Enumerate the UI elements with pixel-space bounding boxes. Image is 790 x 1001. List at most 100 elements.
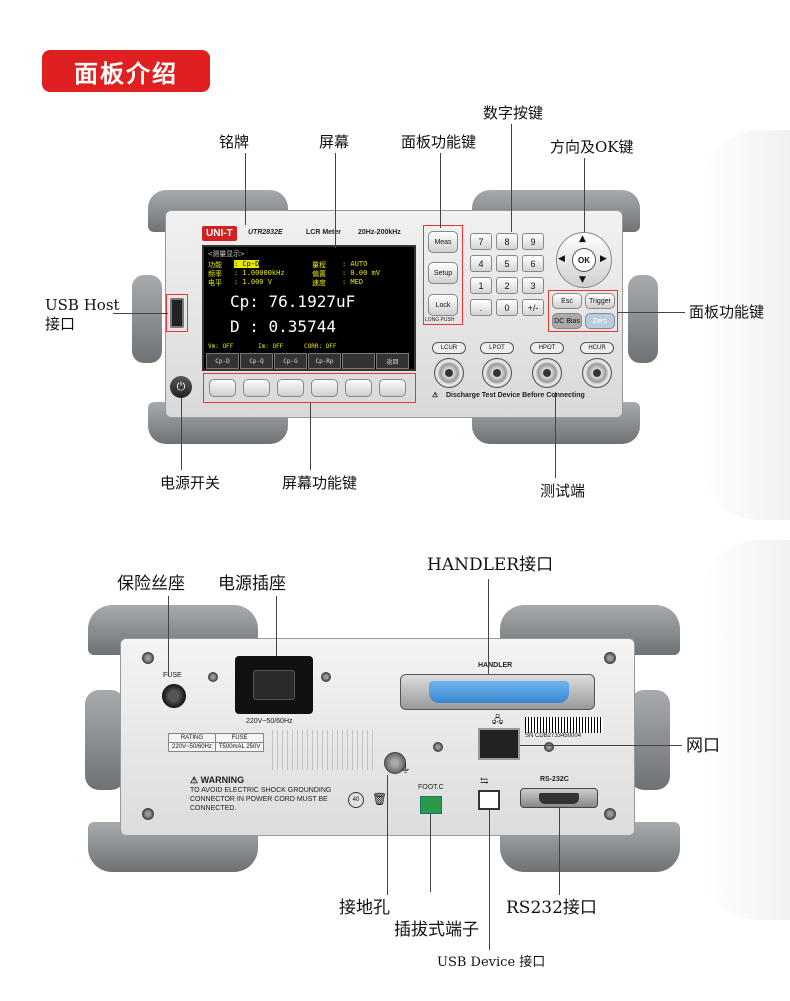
rs232-port[interactable]: [520, 788, 598, 808]
rs232-pins: [539, 793, 579, 804]
power-rating-label: 220V~50/60Hz: [246, 718, 293, 725]
nameplate: UNI-T UTR2832E LCR Meter 20Hz-200kHz: [202, 224, 412, 244]
label-power-switch: 电源开关: [160, 474, 221, 492]
warning-title-text: WARNING: [200, 775, 245, 785]
screen-value: : MED: [342, 278, 364, 286]
screen-softkey-6[interactable]: [379, 379, 406, 397]
numpad-key[interactable]: 4: [470, 255, 492, 272]
leader-line: [310, 403, 311, 470]
label-handler: HANDLER接口: [427, 555, 554, 575]
leader-line: [488, 579, 489, 674]
section-title: 面板介绍: [42, 50, 210, 92]
screw-icon: [142, 808, 154, 820]
numpad-key[interactable]: 6: [522, 255, 544, 272]
power-icon: ⏻: [176, 380, 186, 393]
screen-softkey-label: Cp-Q: [240, 353, 273, 369]
screw-icon: [544, 742, 554, 752]
numpad-key[interactable]: 2: [496, 277, 518, 294]
dc-bias-button[interactable]: DC Bias: [552, 313, 582, 329]
status-vm: Vm: OFF: [208, 343, 234, 350]
back-right-handle: [630, 690, 670, 790]
arrow-right-icon[interactable]: ▶: [600, 254, 607, 264]
arrow-down-icon[interactable]: ▼: [579, 275, 586, 285]
bnc-lcur-connector[interactable]: [434, 358, 464, 388]
screen-key: 功能: [208, 261, 222, 269]
usb-device-port[interactable]: [478, 790, 500, 810]
label-usb-host-line1: USB Host: [45, 296, 120, 314]
warning-triangle-icon: ⚠: [432, 392, 439, 399]
bnc-lpot-connector[interactable]: [482, 358, 512, 388]
screen-softkey-5[interactable]: [345, 379, 372, 397]
usb-host-port[interactable]: [170, 298, 184, 328]
meas-button[interactable]: Meas: [428, 231, 458, 253]
screen-softkey-4[interactable]: [311, 379, 338, 397]
bnc-hcur-connector[interactable]: [582, 358, 612, 388]
numpad-key[interactable]: 0: [496, 299, 518, 316]
numpad-key[interactable]: 3: [522, 277, 544, 294]
lock-button[interactable]: Lock: [428, 294, 458, 316]
warning-text: TO AVOID ELECTRIC SHOCK GROUNDING CONNEC…: [190, 787, 332, 812]
label-plug-terminal: 插拔式端子: [394, 920, 479, 940]
setup-button[interactable]: Setup: [428, 262, 458, 284]
label-test-terminal: 测试端: [540, 482, 586, 500]
numpad-key[interactable]: .: [470, 299, 492, 316]
zero-button[interactable]: Zero: [585, 313, 615, 329]
numpad-key[interactable]: 7: [470, 233, 492, 250]
trigger-button[interactable]: Trigger: [585, 293, 615, 309]
arrow-left-icon[interactable]: ◀: [558, 254, 565, 264]
numpad-key[interactable]: 1: [470, 277, 492, 294]
ground-screw[interactable]: [384, 752, 406, 774]
label-fuse-holder: 保险丝座: [117, 574, 185, 594]
label-nameplate: 铭牌: [219, 133, 250, 151]
numpad-key[interactable]: 5: [496, 255, 518, 272]
pin-map-diagram: [272, 730, 376, 770]
screen-softkey-3[interactable]: [277, 379, 304, 397]
label-power-socket: 电源插座: [218, 574, 286, 594]
product-name: LCR Meter: [306, 229, 342, 236]
screw-icon: [433, 742, 443, 752]
screen-softkey-label: Cp-Rp: [308, 353, 341, 369]
fuse-label: FUSE: [163, 672, 182, 679]
label-rs232: RS232接口: [506, 898, 597, 918]
screen-softkey-2[interactable]: [243, 379, 270, 397]
screen-value: : Cp-D: [234, 260, 260, 268]
ethernet-port[interactable]: [478, 728, 520, 760]
power-socket[interactable]: [235, 656, 313, 714]
label-ground: 接地孔: [339, 898, 390, 918]
leader-line: [335, 153, 336, 248]
terminal-label-hcur: HCUR: [580, 342, 614, 354]
rs232-port-label: RS-232C: [540, 776, 569, 783]
arrow-up-icon[interactable]: ▲: [579, 234, 586, 244]
weee-bin-icon: 🗑: [372, 792, 388, 806]
numpad-key[interactable]: +/-: [522, 299, 544, 316]
label-panel-keys-top: 面板功能键: [401, 133, 477, 151]
leader-line: [489, 810, 490, 950]
esc-button[interactable]: Esc: [552, 293, 582, 309]
handler-port[interactable]: [400, 674, 595, 710]
leader-line: [387, 775, 388, 895]
screen-softkey-label: [342, 353, 375, 369]
fuse-holder[interactable]: [162, 684, 186, 708]
label-screen-keys: 屏幕功能键: [282, 474, 358, 492]
ground-icon: ⏚: [400, 762, 411, 775]
ok-button[interactable]: OK: [572, 248, 596, 272]
discharge-note: Discharge Test Device Before Connecting: [446, 392, 585, 399]
numpad-key[interactable]: 9: [522, 233, 544, 250]
label-arrow-ok: 方向及OK键: [550, 138, 634, 156]
warning-icon: ⚠: [190, 775, 199, 785]
terminal-label-hpot: HPOT: [530, 342, 564, 354]
background-swoosh: [700, 130, 790, 520]
leader-line: [520, 745, 682, 746]
screw-icon: [142, 652, 154, 664]
screen-softkey-1[interactable]: [209, 379, 236, 397]
status-corr: CORR: OFF: [304, 343, 337, 350]
foot-switch-terminal[interactable]: [420, 796, 442, 814]
power-button[interactable]: ⏻: [170, 376, 192, 398]
bnc-hpot-connector[interactable]: [532, 358, 562, 388]
numpad-key[interactable]: 8: [496, 233, 518, 250]
warning-title: ⚠ WARNING: [190, 775, 244, 786]
screen-softkey-label: Cp-G: [274, 353, 307, 369]
screen-row: 电平 : 1.000 V 速度 : MED: [208, 278, 363, 288]
screen-key: 频率: [208, 270, 222, 278]
